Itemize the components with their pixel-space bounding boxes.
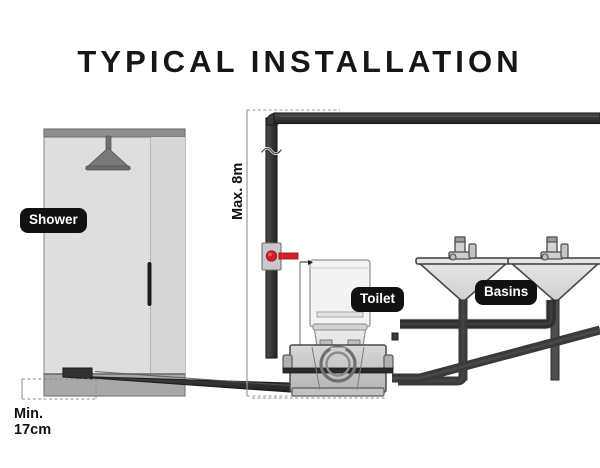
dimension-max-head: Max. 8m — [230, 162, 246, 220]
faucet-icon-right — [540, 236, 569, 261]
page-title: TYPICAL INSTALLATION — [77, 44, 523, 79]
faucet-icon-left — [448, 236, 477, 261]
pump-outlet-pipe — [392, 325, 600, 383]
dimension-min-line1: Min. — [14, 406, 43, 422]
macerator-pump-unit — [252, 344, 394, 399]
basin-waste-pipe — [391, 300, 557, 386]
shower-head-icon — [84, 135, 132, 171]
label-shower: Shower — [20, 208, 87, 233]
label-toilet: Toilet — [351, 287, 404, 312]
dimension-min-line2: 17cm — [14, 421, 52, 438]
door-handle-icon — [147, 262, 152, 306]
shower-waste-pipe — [62, 367, 291, 393]
max-head-dimension — [246, 109, 340, 397]
min-height-dimension — [21, 378, 97, 400]
pipe-break-symbol-icon — [260, 146, 283, 156]
dimension-min-height: Min.17cm — [14, 406, 52, 438]
label-basins: Basins — [475, 280, 538, 305]
vertical-discharge-pipe — [265, 112, 600, 359]
non-return-valve-icon — [261, 242, 299, 271]
